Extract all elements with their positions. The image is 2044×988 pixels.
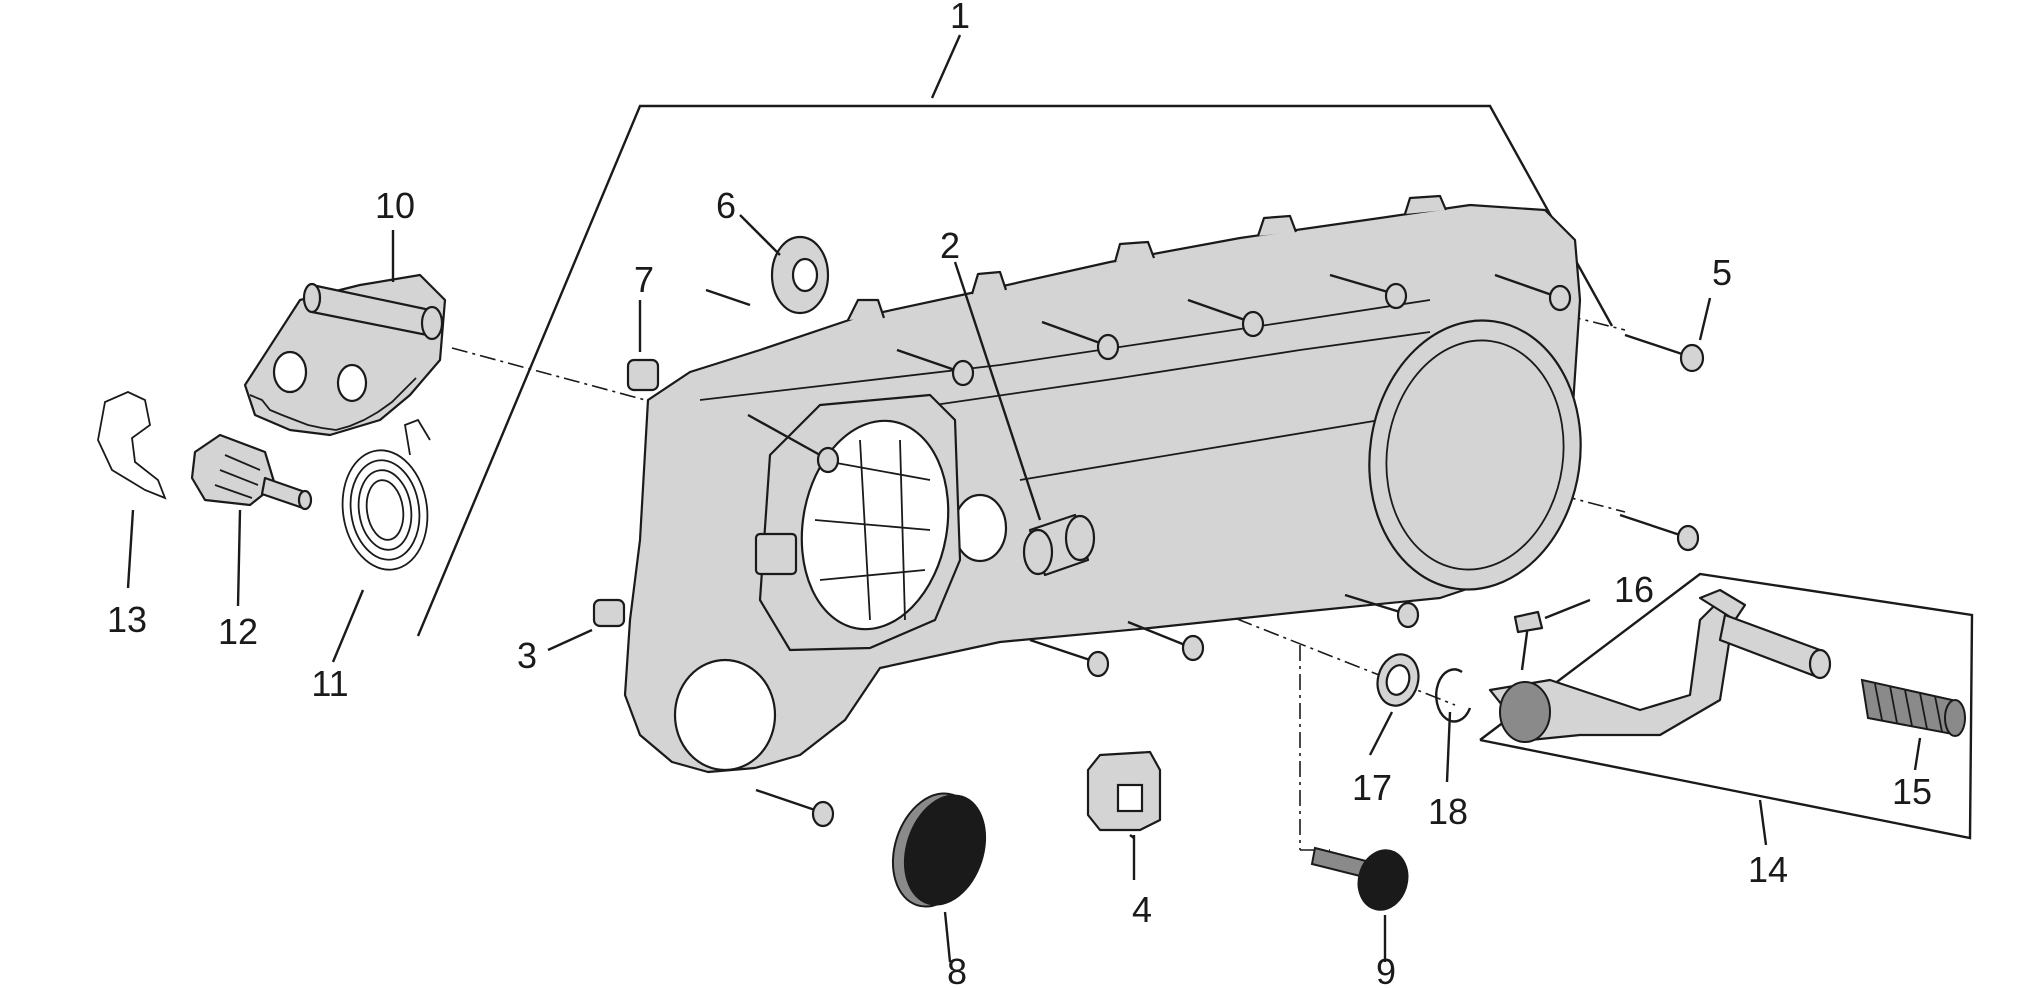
- screw: [1127, 620, 1205, 662]
- callout-11: 11: [311, 663, 348, 704]
- spring-bushing-part-12: [190, 433, 313, 511]
- washer-part-17: [1376, 653, 1420, 707]
- cover-screws: [705, 273, 1700, 828]
- callout-1: 1: [950, 0, 970, 36]
- screw: [1619, 513, 1700, 552]
- plug-cap-part-8: [891, 792, 987, 908]
- screw: [1329, 273, 1408, 310]
- callout-10: 10: [375, 185, 415, 226]
- clip-part-13: [97, 391, 167, 500]
- kick-lever-box: [1479, 572, 1974, 840]
- bushing-part-3: [592, 598, 626, 628]
- callout-8: 8: [947, 951, 967, 988]
- callout-17: 17: [1352, 767, 1392, 808]
- screw: [747, 413, 840, 474]
- screw: [755, 788, 835, 828]
- callout-labels: 1 2 3 4 5 6 7 8 9 10 11 12 13 14 15 16 1…: [107, 0, 1932, 988]
- callout-5: 5: [1712, 252, 1732, 293]
- callout-4: 4: [1132, 889, 1152, 930]
- callout-16: 16: [1614, 569, 1654, 610]
- screw-part-16: [1513, 610, 1544, 671]
- screw: [896, 348, 975, 387]
- callout-18: 18: [1428, 791, 1468, 832]
- spring-part-11: [341, 418, 431, 571]
- callout-3: 3: [517, 635, 537, 676]
- dowel-part-2: [1022, 513, 1096, 577]
- circlip-part-18: [1435, 668, 1472, 723]
- callout-6: 6: [716, 185, 736, 226]
- callout-2: 2: [940, 225, 960, 266]
- callout-14: 14: [1748, 849, 1788, 890]
- leader-lines: [126, 214, 1922, 963]
- kickstart-gear-part-10: [243, 273, 447, 437]
- crankcase-cover: [623, 194, 1582, 774]
- screw: [1029, 638, 1110, 678]
- screw-part-5: [1624, 333, 1705, 373]
- kick-lever-part-14: [1488, 588, 1832, 743]
- lever-grip-part-15: [1860, 678, 1966, 737]
- callout-13: 13: [107, 599, 147, 640]
- screw: [1041, 320, 1120, 361]
- screw: [705, 288, 751, 307]
- callout-12: 12: [218, 611, 258, 652]
- callout-7: 7: [634, 259, 654, 300]
- rubber-block-part-4: [1086, 750, 1162, 832]
- bushing-part-7: [626, 358, 660, 392]
- callout-9: 9: [1376, 951, 1396, 988]
- oil-seal-part-6: [770, 235, 830, 315]
- screw: [1344, 593, 1420, 629]
- screw: [1494, 273, 1572, 312]
- callout-15: 15: [1892, 771, 1932, 812]
- plug-part-9: [1310, 846, 1409, 911]
- screw: [1187, 298, 1265, 338]
